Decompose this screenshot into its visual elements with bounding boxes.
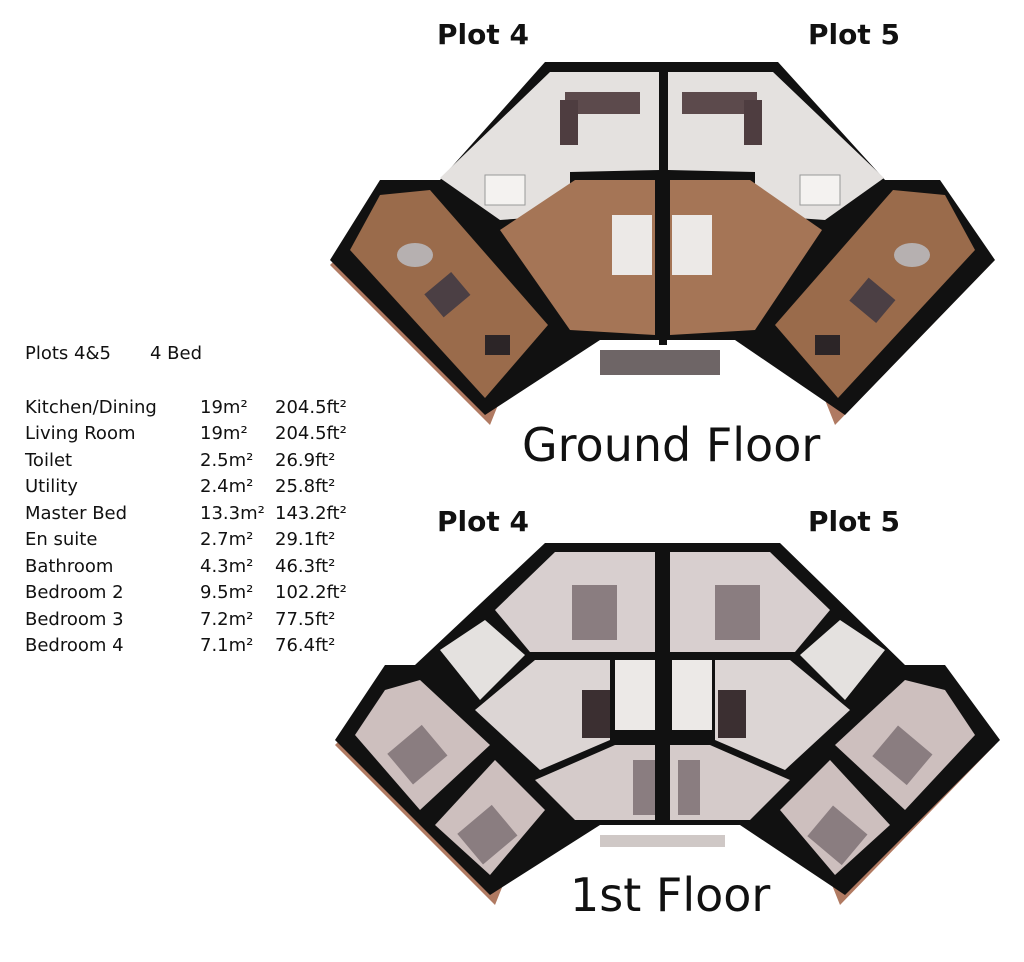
room-area-m2: 9.5m² <box>200 582 254 604</box>
legend-row: Toilet 2.5m² 26.9ft² <box>25 447 375 474</box>
room-area-ft2: 204.5ft² <box>275 423 347 445</box>
room-name: Bedroom 3 <box>25 608 124 630</box>
legend-row: Utility 2.4m² 25.8ft² <box>25 474 375 501</box>
room-area-m2: 7.2m² <box>200 608 254 630</box>
legend-row: En suite 2.7m² 29.1ft² <box>25 527 375 554</box>
room-area-ft2: 102.2ft² <box>275 582 347 604</box>
room-name: Kitchen/Dining <box>25 396 157 418</box>
ground-plot-4-label: Plot 4 <box>437 18 529 51</box>
first-floor-title: 1st Floor <box>570 868 771 922</box>
room-name: Toilet <box>25 449 73 471</box>
room-name: Living Room <box>25 423 136 445</box>
ground-floor-plan <box>330 62 995 425</box>
legend-beds: 4 Bed <box>150 343 203 364</box>
room-area-ft2: 143.2ft² <box>275 502 347 524</box>
first-floor-plan <box>335 543 1000 905</box>
room-name: Bedroom 2 <box>25 582 124 604</box>
legend-row: Bedroom 3 7.2m² 77.5ft² <box>25 606 375 633</box>
room-area-ft2: 29.1ft² <box>275 529 336 551</box>
ground-floor-title: Ground Floor <box>522 418 821 472</box>
legend-row: Kitchen/Dining 19m² 204.5ft² <box>25 394 375 421</box>
legend-row: Bedroom 2 9.5m² 102.2ft² <box>25 580 375 607</box>
room-area-m2: 13.3m² <box>200 502 265 524</box>
room-name: En suite <box>25 529 98 551</box>
first-plot-5-label: Plot 5 <box>808 505 900 538</box>
legend-row: Bathroom 4.3m² 46.3ft² <box>25 553 375 580</box>
room-name: Bedroom 4 <box>25 635 124 657</box>
room-area-ft2: 25.8ft² <box>275 476 336 498</box>
room-name: Bathroom <box>25 555 114 577</box>
legend-header: Plots 4&5 4 Bed <box>25 343 375 364</box>
room-area-m2: 7.1m² <box>200 635 254 657</box>
room-area-m2: 4.3m² <box>200 555 254 577</box>
legend-row: Living Room 19m² 204.5ft² <box>25 421 375 448</box>
room-area-ft2: 26.9ft² <box>275 449 336 471</box>
ground-plot-5-label: Plot 5 <box>808 18 900 51</box>
room-area-m2: 2.7m² <box>200 529 254 551</box>
legend-rows: Kitchen/Dining 19m² 204.5ft² Living Room 19m… <box>25 394 375 659</box>
legend-plots: Plots 4&5 <box>25 343 111 364</box>
room-area-m2: 19m² <box>200 423 248 445</box>
room-area-ft2: 46.3ft² <box>275 555 336 577</box>
room-area-ft2: 77.5ft² <box>275 608 336 630</box>
room-area-m2: 19m² <box>200 396 248 418</box>
legend-row: Master Bed 13.3m² 143.2ft² <box>25 500 375 527</box>
room-area-ft2: 204.5ft² <box>275 396 347 418</box>
first-plot-4-label: Plot 4 <box>437 505 529 538</box>
room-name: Utility <box>25 476 78 498</box>
room-name: Master Bed <box>25 502 128 524</box>
room-area-m2: 2.4m² <box>200 476 254 498</box>
legend-row: Bedroom 4 7.1m² 76.4ft² <box>25 633 375 660</box>
room-area-m2: 2.5m² <box>200 449 254 471</box>
room-area-legend: Plots 4&5 4 Bed Kitchen/Dining 19m² 204.5f… <box>25 343 375 659</box>
room-area-ft2: 76.4ft² <box>275 635 336 657</box>
